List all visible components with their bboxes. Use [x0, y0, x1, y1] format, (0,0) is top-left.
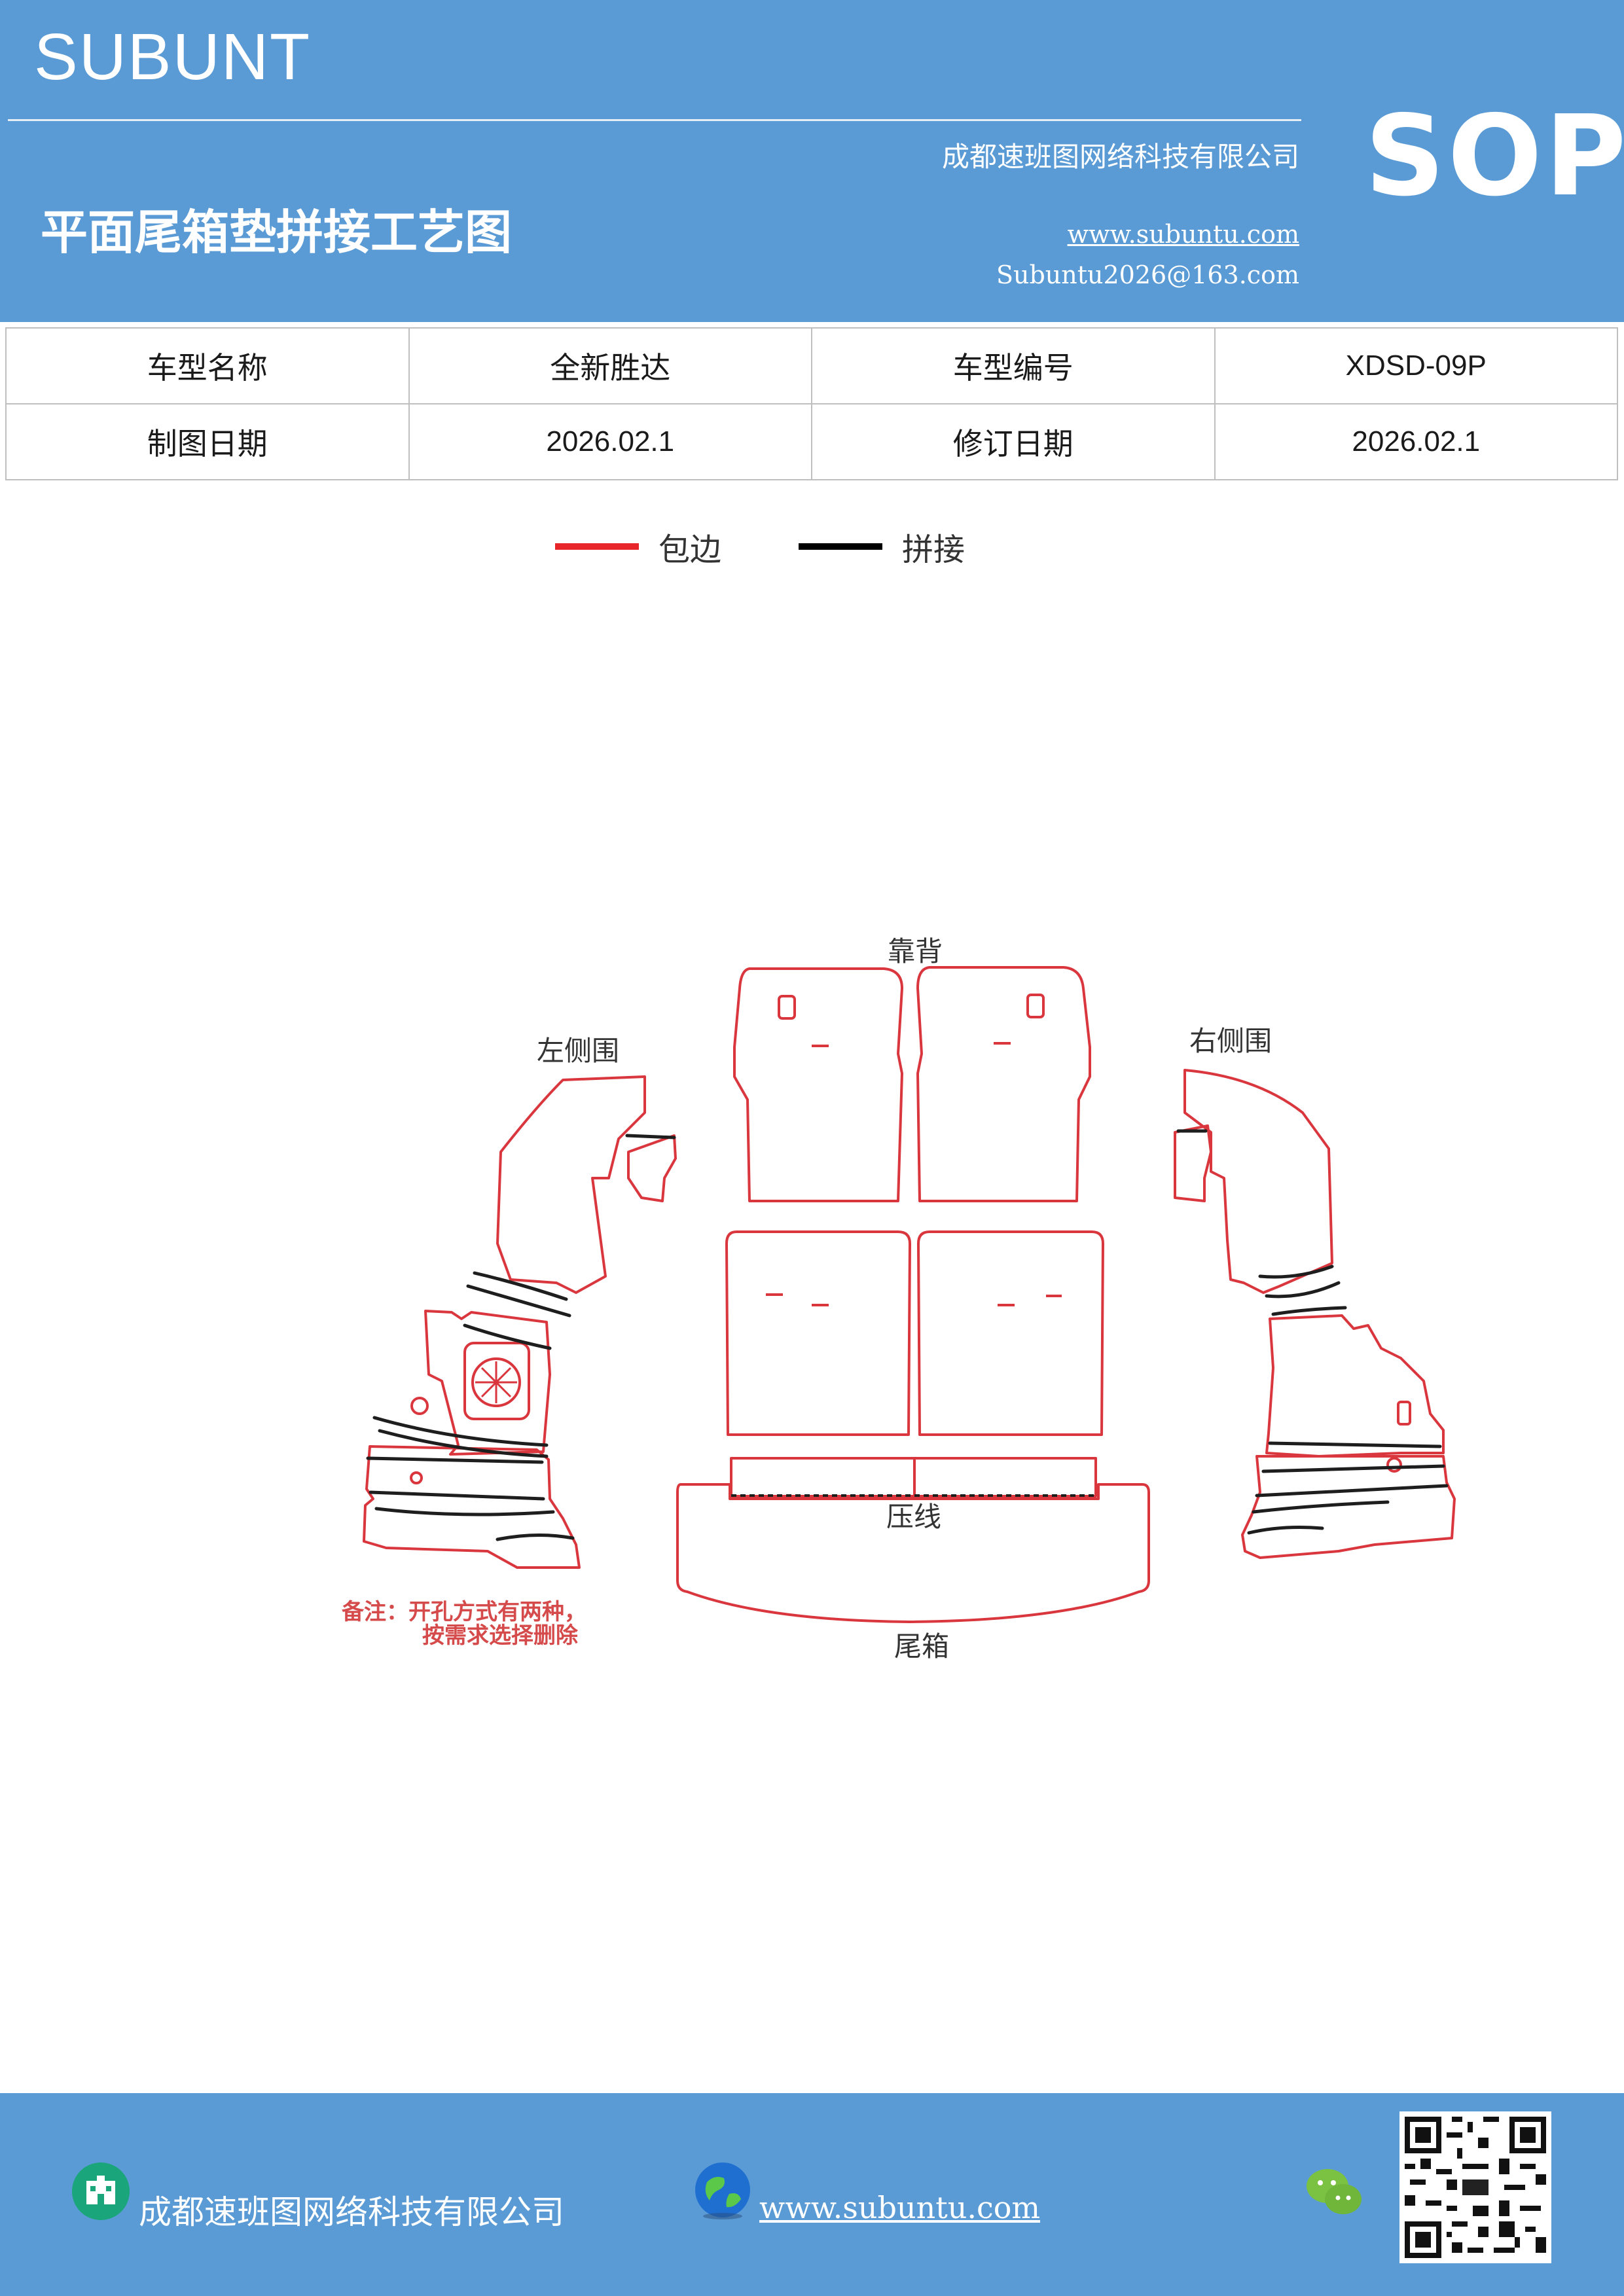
trunk-floor-panel [676, 1483, 1150, 1623]
seam-line [473, 1271, 568, 1301]
table-row: 制图日期 2026.02.1 修订日期 2026.02.1 [5, 403, 1618, 480]
seam-line [496, 1533, 575, 1541]
slot-hole [778, 995, 796, 1020]
seam-line [463, 1323, 552, 1350]
globe-icon [695, 2162, 750, 2219]
website-link[interactable]: www.subuntu.com [1067, 220, 1299, 249]
right-side-panel-bottom [1265, 1314, 1445, 1458]
seam-line [1271, 1306, 1347, 1316]
seam-line [369, 1490, 545, 1501]
table-cell: 车型编号 [811, 327, 1216, 404]
document-title: 平面尾箱垫拼接工艺图 [41, 204, 513, 260]
backrest-panel-top-right [916, 966, 1091, 1202]
mount-hole [410, 1397, 429, 1415]
table-cell: 车型名称 [5, 327, 410, 404]
vent-fan-blades [475, 1361, 517, 1403]
seam-line [1268, 1441, 1442, 1448]
footer-website-link[interactable]: www.subuntu.com [759, 2190, 1041, 2225]
press-line-strip-right [913, 1457, 1097, 1498]
backrest-panel-bottom-right [917, 1230, 1104, 1436]
right-side-flap [1174, 1124, 1212, 1202]
label-backrest: 靠背 [888, 935, 943, 967]
seam-line [366, 1456, 544, 1464]
table-cell: 修订日期 [811, 403, 1216, 480]
vehicle-info-table: 车型名称 全新胜达 车型编号 XDSD-09P 制图日期 2026.02.1 修… [5, 327, 1618, 480]
seam-line [1265, 1281, 1341, 1299]
legend-item-seam: 拼接 [799, 524, 965, 569]
qr-code-image [1399, 2111, 1551, 2263]
vent-fan [471, 1357, 521, 1407]
seam-line [1247, 1526, 1324, 1535]
backrest-panel-top-left [733, 967, 903, 1202]
press-line-strip-left [730, 1457, 916, 1498]
email-address: Subuntu2026@163.com [996, 260, 1299, 289]
mount-hole [410, 1471, 423, 1484]
trunk-mat-diagram: 靠背 左侧围 右侧围 压线 尾箱 备注：开孔方式有两种， 按需求选择删除 [342, 935, 1456, 1662]
seam-line [378, 1429, 549, 1458]
company-name: 成都速班图网络科技有限公司 [941, 141, 1299, 173]
table-row: 车型名称 全新胜达 车型编号 XDSD-09P [5, 327, 1618, 404]
sop-badge: SOP [1365, 92, 1624, 221]
slot-hole [1026, 994, 1045, 1018]
table-cell: 2026.02.1 [408, 403, 812, 480]
header-banner: SUBUNT 成都速班图网络科技有限公司 SOP 平面尾箱垫拼接工艺图 www.… [0, 0, 1624, 322]
seam-line [1261, 1464, 1445, 1473]
seam-line [374, 1507, 555, 1516]
note-line-2: 按需求选择删除 [422, 1623, 579, 1649]
qr-code [1399, 2111, 1551, 2263]
seam-line [466, 1284, 571, 1318]
seam-line [625, 1134, 676, 1139]
table-cell: 全新胜达 [408, 327, 812, 404]
left-side-flap [627, 1134, 677, 1202]
seam-line [1255, 1484, 1449, 1498]
mount-hole [1386, 1457, 1402, 1473]
legend-label: 包边 [659, 531, 722, 568]
brand-name: SUBUNT [34, 20, 312, 94]
building-icon [72, 2162, 130, 2220]
wechat-icon [1307, 2169, 1362, 2214]
legend-swatch-black [799, 543, 882, 550]
table-cell: XDSD-09P [1214, 327, 1618, 404]
legend-item-edge: 包边 [555, 524, 721, 569]
legend-label: 拼接 [902, 531, 965, 568]
seam-line [1258, 1265, 1334, 1279]
header-divider [8, 119, 1301, 121]
table-cell: 制图日期 [5, 403, 410, 480]
seam-line [372, 1416, 549, 1447]
left-side-panel-base [363, 1445, 581, 1569]
footer-company: 成都速班图网络科技有限公司 [139, 2193, 564, 2231]
left-side-panel-bottom [424, 1310, 551, 1456]
right-side-panel-top [1183, 1069, 1333, 1294]
footer-banner: 成都速班图网络科技有限公司 www.subuntu.com [0, 2093, 1624, 2296]
slot-hole [1397, 1401, 1411, 1426]
right-side-panel-base [1241, 1455, 1456, 1559]
legend-swatch-red [555, 543, 639, 550]
vent-cutout [463, 1342, 530, 1420]
label-right-side: 右侧围 [1189, 1025, 1272, 1057]
seam-line [1252, 1500, 1390, 1514]
label-left-side: 左侧围 [537, 1035, 619, 1067]
table-cell: 2026.02.1 [1214, 403, 1618, 480]
left-side-panel-top [496, 1075, 646, 1294]
note-line-1: 备注：开孔方式有两种， [342, 1599, 586, 1625]
label-press-line: 压线 [886, 1501, 941, 1533]
backrest-panel-bottom-left [725, 1230, 911, 1436]
label-trunk: 尾箱 [894, 1630, 949, 1662]
